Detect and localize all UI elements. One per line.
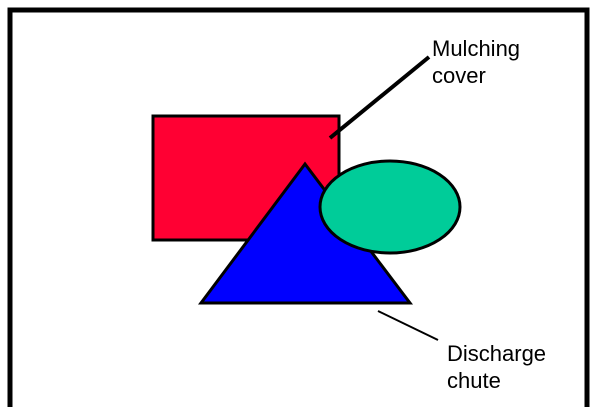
mulching-cover-label-line2: cover (432, 63, 486, 88)
discharge-chute-label-line2: chute (447, 368, 501, 393)
discharge-chute-label-line1: Discharge (447, 341, 546, 366)
green-ellipse-shape (318, 159, 462, 255)
mulching-cover-label-line1: Mulching (432, 36, 520, 61)
diagram-frame (7, 7, 590, 407)
mulching-cover-leader-line (328, 55, 431, 140)
discharge-chute-leader-line (377, 310, 439, 341)
